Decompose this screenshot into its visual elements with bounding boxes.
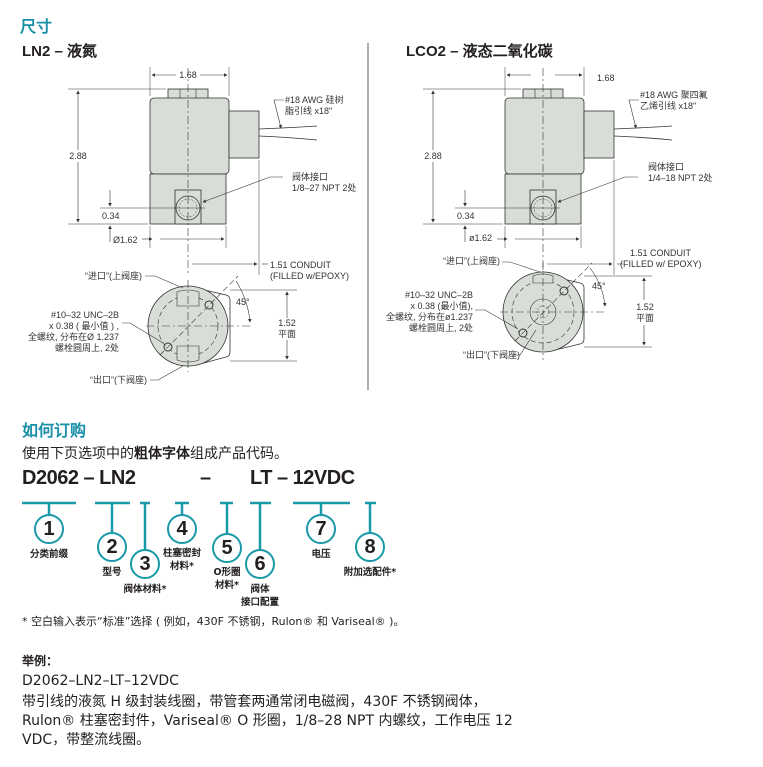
- example-code: D2062–LN2–LT–12VDC: [22, 673, 179, 689]
- ln2-conduit: (FILLED w/EPOXY): [270, 271, 349, 281]
- lco2-width: 1.68: [597, 73, 615, 83]
- ln2-outlet: “出口”(下阀座): [90, 374, 147, 385]
- ln2-diameter: Ø1.62: [113, 235, 138, 245]
- ln2-thread: #10–32 UNC–2B: [51, 310, 119, 320]
- field-label: O形圈 材料*: [213, 567, 241, 591]
- ln2-conduit: 1.51 CONDUIT: [270, 260, 332, 270]
- ordering-footnote: * 空白输入表示“标准”选择 ( 例如，430F 不锈钢，Rulon® 和 Va…: [22, 615, 405, 628]
- lco2-inlet: “进口”(上阀座): [443, 255, 500, 266]
- ln2-height: 2.88: [69, 151, 87, 161]
- field-label: 分类前缀: [29, 549, 69, 560]
- lco2-angle: 45°: [592, 281, 606, 291]
- ln2-port-height: 0.34: [102, 211, 120, 221]
- ln2-inlet: “进口”(上阀座): [85, 270, 142, 281]
- intro-text: 使用下页选项中的: [22, 446, 134, 462]
- ln2-angle: 45°: [236, 297, 250, 307]
- code-part-3: LT – 12VDC: [250, 467, 355, 489]
- ln2-flat: 平面: [278, 329, 296, 339]
- field-label: 电压: [311, 549, 331, 560]
- lco2-port: 阀体接口: [648, 161, 684, 172]
- lco2-conduit: (FILLED w/ EPOXY): [620, 259, 702, 269]
- field-number-badge: 3: [130, 549, 160, 579]
- lco2-conduit: 1.51 CONDUIT: [630, 248, 692, 258]
- ln2-labels: 1.68 2.88 0.34 Ø1.62 #18 AWG 硅树 脂引线 x18"…: [28, 70, 356, 385]
- field-number-badge: 1: [34, 514, 64, 544]
- ln2-lead-wire: 脂引线 x18": [285, 105, 332, 116]
- lco2-labels: 1.68 2.88 0.34 ø1.62 #18 AWG 聚四氟 乙烯引线 x1…: [386, 73, 712, 360]
- dimension-drawings: 1.68 2.88 0.34 Ø1.62 #18 AWG 硅树 脂引线 x18"…: [28, 43, 712, 390]
- field-number-badge: 7: [306, 514, 336, 544]
- field-number-badge: 6: [245, 549, 275, 579]
- field-number-badge: 2: [97, 532, 127, 562]
- intro-bold-text: 粗体字体: [134, 446, 190, 462]
- field-label: 型号: [102, 567, 122, 578]
- ln2-thread: x 0.38 ( 最小值 ) ,: [49, 320, 119, 331]
- ln2-thread: 全螺纹, 分布在Ø 1.237: [28, 331, 119, 342]
- ln2-width: 1.68: [179, 70, 197, 80]
- field-label: 附加选配件*: [343, 567, 397, 578]
- field-number-badge: 8: [355, 532, 385, 562]
- lco2-side-view: [423, 67, 672, 275]
- lco2-height: 2.88: [424, 151, 442, 161]
- lco2-thread: #10–32 UNC–2B: [405, 290, 473, 300]
- field-label: 阀体 接口配置: [240, 584, 280, 608]
- lco2-lead-wire: 乙烯引线 x18": [640, 100, 696, 111]
- example-description: 带引线的液氮 H 级封装线圈，带管套两通常闭电磁阀，430F 不锈钢阀体，Rul…: [22, 694, 513, 748]
- ln2-thread: 螺栓圆周上, 2处: [55, 342, 119, 353]
- field-number-badge: 5: [212, 533, 242, 563]
- field-label: 柱塞密封 材料*: [162, 548, 202, 572]
- ordering-heading: 如何订购: [22, 421, 87, 440]
- code-connectors: [22, 501, 376, 550]
- field-number-badge: 4: [167, 514, 197, 544]
- lco2-thread: x 0.38 (最小值),: [410, 300, 473, 311]
- lco2-lead-wire: #18 AWG 聚四氟: [640, 89, 708, 100]
- ln2-flat: 1.52: [278, 318, 296, 328]
- ln2-bottom-view: [122, 275, 297, 381]
- lco2-outlet: “出口”(下阀座): [463, 349, 520, 360]
- lco2-title: LCO2 – 液态二氧化碳: [406, 43, 553, 60]
- lco2-port: 1/4–18 NPT 2处: [648, 172, 712, 183]
- ln2-lead-wire: #18 AWG 硅树: [285, 94, 344, 105]
- lco2-port-height: 0.34: [457, 211, 475, 221]
- lco2-flat: 1.52: [636, 302, 654, 312]
- ln2-side-view: [68, 67, 317, 275]
- code-part-1: D2062 – LN2: [22, 467, 136, 489]
- intro-text: 组成产品代码。: [190, 446, 288, 462]
- ln2-title: LN2 – 液氮: [22, 43, 98, 60]
- lco2-thread: 螺栓圆周上, 2处: [409, 322, 473, 333]
- lco2-thread: 全螺纹, 分布在ø1.237: [386, 311, 473, 322]
- example-heading: 举例：: [22, 654, 59, 668]
- lco2-flat: 平面: [636, 313, 654, 323]
- ln2-port: 1/8–27 NPT 2处: [292, 182, 356, 193]
- field-label: 阀体材料*: [123, 584, 167, 595]
- ln2-port: 阀体接口: [292, 171, 328, 182]
- lco2-diameter: ø1.62: [469, 233, 492, 243]
- ordering-intro: 使用下页选项中的粗体字体组成产品代码。: [22, 443, 288, 463]
- code-part-2: –: [200, 467, 211, 489]
- lco2-bottom-view: [475, 261, 652, 360]
- dimensions-heading: 尺寸: [20, 17, 53, 36]
